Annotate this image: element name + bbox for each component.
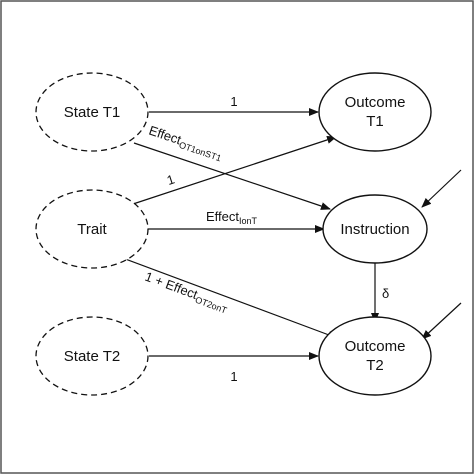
edge-trait-to-outcome-t2: [119, 256, 338, 339]
edge-label-trait-outcome-t1: 1: [165, 171, 177, 188]
edge-label-trait-outcome-t2-sub: OT2onT: [194, 295, 229, 316]
edge-label-state-t2-outcome-t2: 1: [230, 369, 237, 384]
node-outcome-t2-line1: Outcome: [345, 338, 406, 355]
node-outcome-t1-line1: Outcome: [345, 94, 406, 111]
node-instruction: Instruction: [322, 194, 428, 264]
node-state-t2-label: State T2: [64, 348, 120, 365]
edge-label-trait-outcome-t2-main: 1 + Effect: [143, 269, 200, 302]
edge-label-state-t1-instruction: EffectOT1onST1: [146, 123, 224, 164]
edge-trait-to-outcome-t1: [129, 136, 337, 206]
edge-label-state-t1-outcome-t1: 1: [230, 94, 237, 109]
node-trait: Trait: [35, 189, 149, 269]
edge-label-instruction-outcome-t2: δ: [382, 286, 389, 301]
edge-label-trait-instruction-main: Effect: [206, 209, 239, 224]
node-trait-label: Trait: [77, 221, 107, 238]
node-outcome-t2-line2: T2: [366, 357, 384, 374]
node-instruction-label: Instruction: [340, 221, 409, 238]
edge-label-trait-outcome-t2: 1 + EffectOT2onT: [142, 269, 231, 316]
node-outcome-t2: Outcome T2: [318, 316, 432, 396]
edge-label-trait-instruction-sub: IonT: [239, 216, 258, 226]
edge-label-trait-instruction: EffectIonT: [206, 209, 258, 226]
node-state-t2: State T2: [35, 316, 149, 396]
node-outcome-t1: Outcome T1: [318, 72, 432, 152]
edge-residual-outcome-t2: [421, 302, 462, 340]
edge-state-t1-to-instruction: [133, 142, 331, 210]
edge-label-state-t1-instruction-main: Effect: [147, 123, 183, 148]
node-outcome-t1-line2: T1: [366, 113, 384, 130]
edge-residual-instruction: [421, 169, 462, 208]
node-state-t1-label: State T1: [64, 104, 120, 121]
node-state-t1: State T1: [35, 72, 149, 152]
